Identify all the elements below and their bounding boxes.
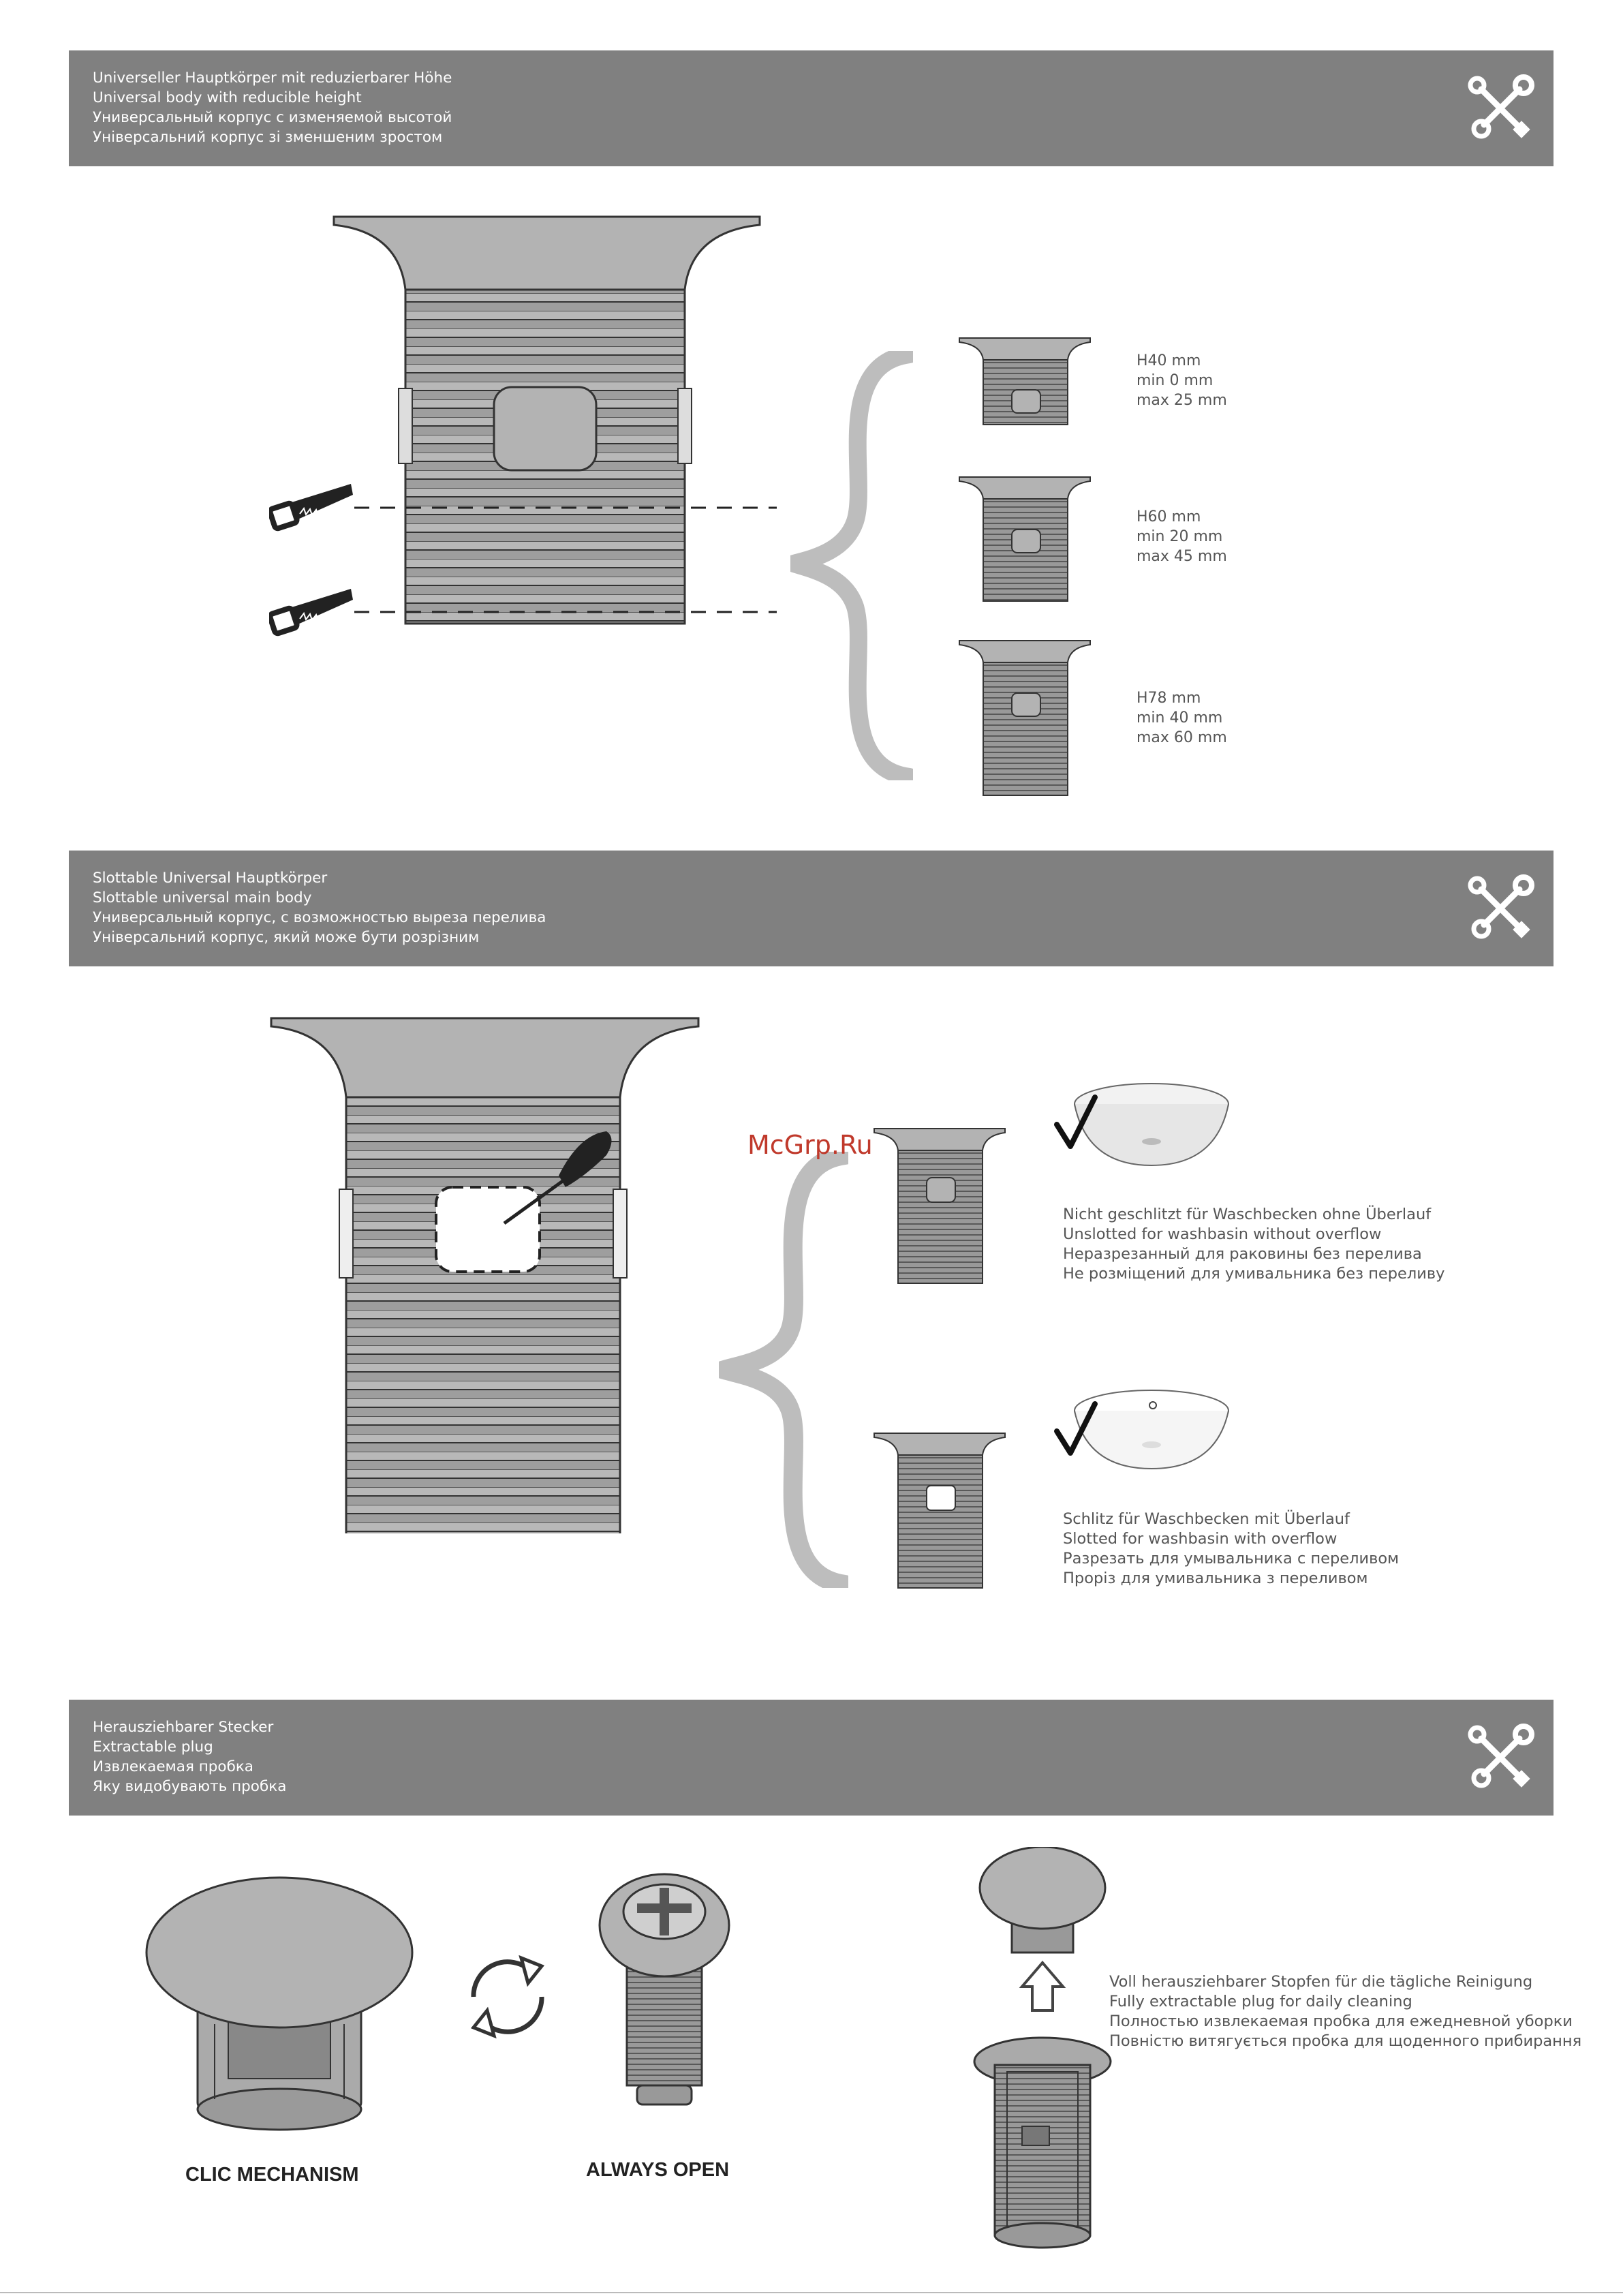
section-title: Slottable Universal Hauptkörper Slottabl… xyxy=(93,868,546,947)
desc-ru: Разрезать для умывальника с переливом xyxy=(1063,1550,1400,1567)
desc-en: Slotted for washbasin with overflow xyxy=(1063,1530,1338,1548)
rotate-arrows-icon xyxy=(470,1955,545,2039)
desc-en: Fully extractable plug for daily cleanin… xyxy=(1109,1993,1412,2010)
curly-brace xyxy=(719,1152,848,1588)
variant-spec-h78: H78 mm min 40 mm max 60 mm xyxy=(1137,688,1227,748)
title-de: Herausziehbarer Stecker xyxy=(93,1719,274,1736)
variant-height: H60 mm xyxy=(1137,508,1201,525)
body-variant-slotted xyxy=(874,1433,1006,1589)
title-ru: Извлекаемая пробка xyxy=(93,1758,253,1775)
tools-icon xyxy=(1466,74,1534,142)
title-uk: Універсальний корпус, який може бути роз… xyxy=(93,929,480,946)
variant-spec-h40: H40 mm min 0 mm max 25 mm xyxy=(1137,351,1227,410)
title-en: Universal body with reducible height xyxy=(93,89,362,106)
variant-height: H40 mm xyxy=(1137,352,1201,369)
check-icon xyxy=(1054,1095,1098,1149)
extractable-plug-drawing xyxy=(973,1847,1112,2249)
saw-icon xyxy=(269,589,353,637)
desc-ru: Полностью извлекаемая пробка для ежеднев… xyxy=(1109,2012,1573,2030)
variant-max: max 60 mm xyxy=(1137,729,1227,746)
always-open-label: ALWAYS OPEN xyxy=(586,2159,730,2181)
variant-max: max 45 mm xyxy=(1137,548,1227,565)
check-icon xyxy=(1054,1401,1098,1456)
variant-height: H78 mm xyxy=(1137,690,1201,707)
slotted-description: Schlitz für Waschbecken mit Überlauf Slo… xyxy=(1063,1510,1399,1589)
title-de: Universeller Hauptkörper mit reduzierbar… xyxy=(93,70,452,87)
desc-de: Schlitz für Waschbecken mit Überlauf xyxy=(1063,1510,1350,1528)
body-variant-h40 xyxy=(959,337,1091,425)
clic-mechanism-drawing xyxy=(145,1876,414,2131)
variant-spec-h60: H60 mm min 20 mm max 45 mm xyxy=(1137,507,1227,566)
section-header-extractable-plug: Herausziehbarer Stecker Extractable plug… xyxy=(69,1700,1554,1816)
clic-mechanism-label: CLIC MECHANISM xyxy=(185,2164,359,2186)
washbasin-without-overflow xyxy=(1054,1083,1229,1167)
section-header-slottable-body: Slottable Universal Hauptkörper Slottabl… xyxy=(69,851,1554,966)
desc-ru: Неразрезанный для раковины без перелива xyxy=(1063,1245,1422,1263)
always-open-drawing xyxy=(598,1873,730,2106)
tools-icon xyxy=(1466,874,1534,943)
knife-icon xyxy=(503,1131,612,1225)
title-en: Slottable universal main body xyxy=(93,889,312,906)
variant-max: max 25 mm xyxy=(1137,392,1227,409)
desc-uk: Проріз для умивальника з переливом xyxy=(1063,1570,1368,1587)
body-variant-h60 xyxy=(959,476,1091,602)
slottable-body-drawing xyxy=(270,1017,700,1533)
arrow-up-icon xyxy=(1019,1960,1066,2012)
title-en: Extractable plug xyxy=(93,1739,213,1756)
section-title: Universeller Hauptkörper mit reduzierbar… xyxy=(93,68,452,147)
title-ru: Универсальный корпус с изменяемой высото… xyxy=(93,109,452,126)
section-title: Herausziehbarer Stecker Extractable plug… xyxy=(93,1717,286,1796)
desc-uk: Не розміщений для умивальника без перели… xyxy=(1063,1265,1445,1283)
title-uk: Яку видобувають пробка xyxy=(93,1778,287,1795)
desc-de: Nicht geschlitzt für Waschbecken ohne Üb… xyxy=(1063,1206,1432,1223)
title-de: Slottable Universal Hauptkörper xyxy=(93,870,328,887)
desc-uk: Повністю витягується пробка для щоденног… xyxy=(1109,2032,1582,2050)
section-header-reducible-height: Universeller Hauptkörper mit reduzierbar… xyxy=(69,50,1554,166)
extractable-plug-description: Voll herausziehbarer Stopfen für die täg… xyxy=(1109,1972,1581,2051)
footer-divider xyxy=(0,2292,1623,2293)
variant-min: min 20 mm xyxy=(1137,528,1223,545)
saw-icon xyxy=(269,484,353,532)
washbasin-with-overflow xyxy=(1054,1390,1229,1470)
watermark: McGrp.Ru xyxy=(747,1130,873,1160)
body-variant-unslotted xyxy=(874,1128,1006,1284)
title-ru: Универсальный корпус, с возможностью выр… xyxy=(93,909,546,926)
body-variant-h78 xyxy=(959,640,1091,796)
curly-brace xyxy=(790,351,913,780)
desc-de: Voll herausziehbarer Stopfen für die täg… xyxy=(1109,1973,1533,1991)
universal-body-drawing xyxy=(333,215,777,625)
unslotted-description: Nicht geschlitzt für Waschbecken ohne Üb… xyxy=(1063,1205,1444,1284)
variant-min: min 0 mm xyxy=(1137,372,1214,389)
variant-min: min 40 mm xyxy=(1137,709,1223,726)
tools-icon xyxy=(1466,1724,1534,1792)
desc-en: Unslotted for washbasin without overflow xyxy=(1063,1225,1382,1243)
title-uk: Універсальний корпус зі зменшеним зросто… xyxy=(93,129,443,146)
